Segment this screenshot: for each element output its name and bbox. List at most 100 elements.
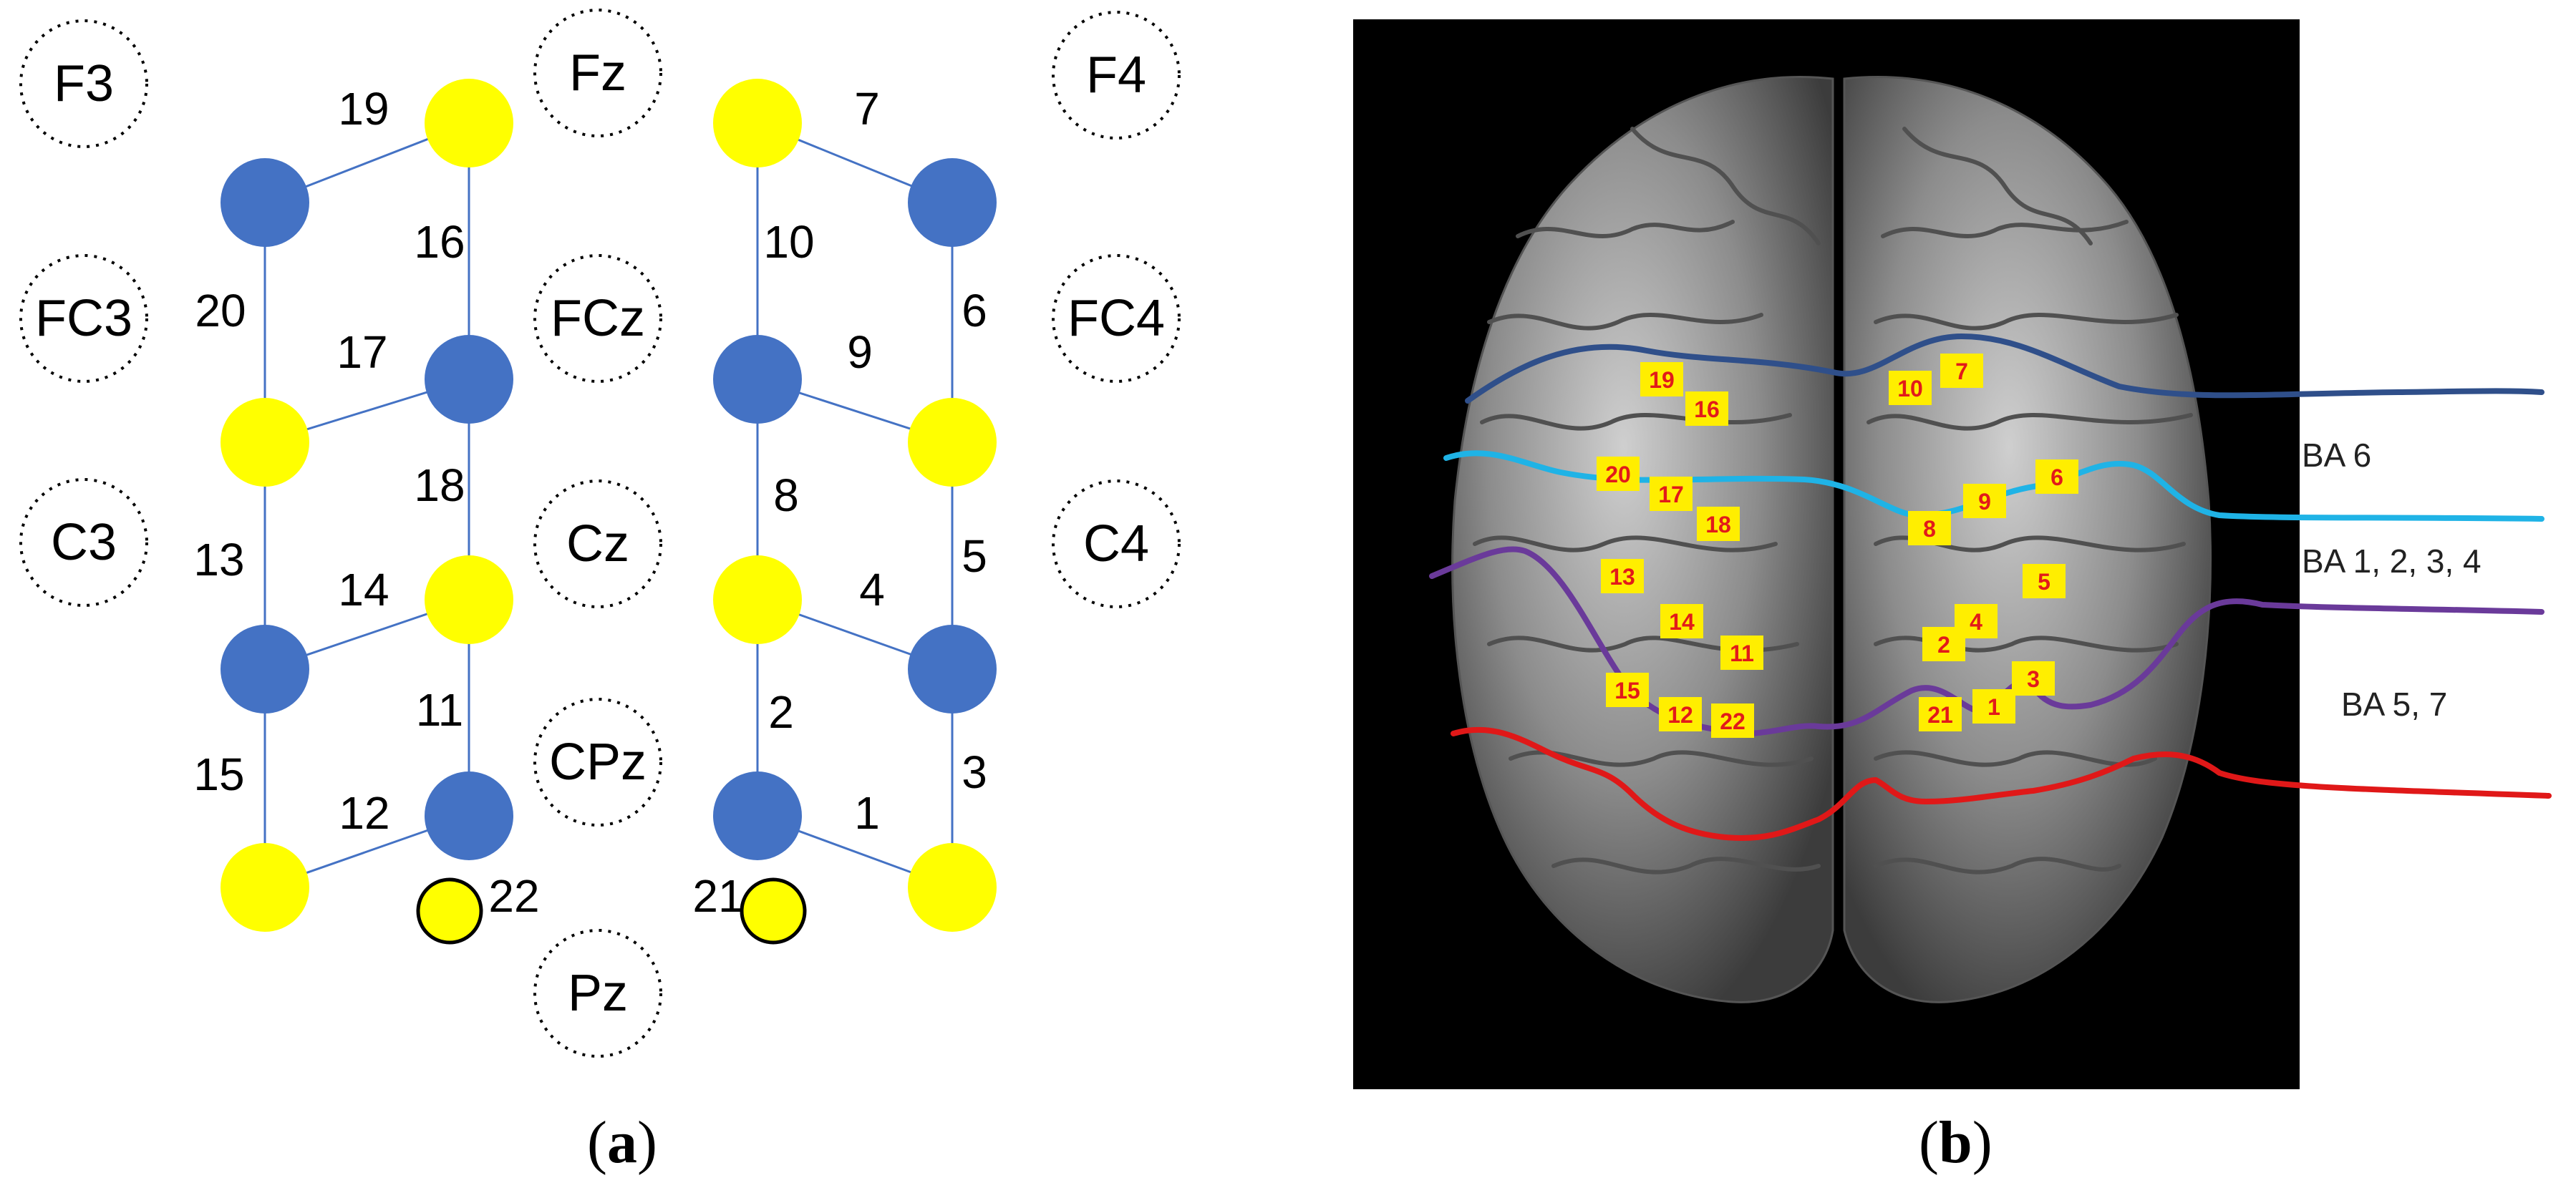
electrode-fz-ring bbox=[533, 9, 662, 137]
electrode-cpz-ring bbox=[533, 698, 662, 827]
svg-text:9: 9 bbox=[1978, 489, 1991, 515]
channel-marker-17: 17 bbox=[1650, 477, 1693, 511]
region-label-3: BA 5, 7 bbox=[2341, 686, 2447, 723]
channel-marker-9: 9 bbox=[1963, 484, 2006, 518]
svg-text:10: 10 bbox=[1897, 376, 1923, 401]
source-optode bbox=[713, 335, 802, 424]
svg-text:13: 13 bbox=[1609, 564, 1635, 590]
channel-marker-22: 22 bbox=[1711, 703, 1754, 738]
caption-b: (b) bbox=[1919, 1109, 1992, 1176]
detector-optode bbox=[908, 398, 997, 487]
electrode-c4-label: C4 bbox=[1083, 515, 1149, 573]
electrode-pz-ring bbox=[533, 929, 662, 1058]
source-optode bbox=[908, 158, 997, 247]
svg-text:2: 2 bbox=[1937, 632, 1950, 658]
channel-number-6: 6 bbox=[962, 285, 987, 336]
detector-optode bbox=[713, 79, 802, 167]
electrode-c3-ring bbox=[19, 478, 148, 607]
svg-text:20: 20 bbox=[1605, 462, 1631, 487]
source-optode bbox=[713, 771, 802, 860]
channel-marker-3: 3 bbox=[2012, 661, 2055, 696]
channel-marker-5: 5 bbox=[2023, 564, 2066, 598]
channel-number-14: 14 bbox=[338, 564, 389, 615]
detector-optode bbox=[221, 843, 309, 932]
channel-number-3: 3 bbox=[962, 746, 987, 798]
svg-text:12: 12 bbox=[1667, 702, 1693, 728]
electrode-fc3-label: FC3 bbox=[35, 290, 132, 347]
channel-marker-16: 16 bbox=[1685, 391, 1728, 426]
svg-text:6: 6 bbox=[2050, 464, 2063, 490]
electrode-fc3-ring bbox=[19, 254, 148, 383]
detector-optode bbox=[908, 843, 997, 932]
electrode-pz-label: Pz bbox=[568, 965, 628, 1022]
electrode-cz-label: Cz bbox=[566, 515, 629, 573]
channel-marker-10: 10 bbox=[1889, 371, 1932, 405]
channel-marker-7: 7 bbox=[1940, 354, 1983, 388]
svg-text:11: 11 bbox=[1730, 641, 1754, 666]
channel-marker-13: 13 bbox=[1601, 559, 1644, 593]
electrode-c4-ring bbox=[1052, 479, 1181, 608]
svg-text:8: 8 bbox=[1923, 516, 1936, 542]
svg-text:3: 3 bbox=[2027, 666, 2040, 692]
electrode-cpz-label: CPz bbox=[549, 734, 647, 791]
svg-text:16: 16 bbox=[1694, 396, 1720, 422]
channel-number-15: 15 bbox=[193, 749, 244, 800]
svg-text:19: 19 bbox=[1649, 367, 1675, 393]
channel-marker-11: 11 bbox=[1720, 636, 1763, 670]
channel-marker-1: 1 bbox=[1972, 689, 2015, 724]
channel-number-18: 18 bbox=[414, 459, 465, 511]
electrode-f4-ring bbox=[1052, 11, 1181, 140]
channel-marker-6: 6 bbox=[2035, 459, 2078, 494]
detector-optode bbox=[425, 555, 513, 644]
channel-number-2: 2 bbox=[768, 686, 794, 738]
channel-marker-19: 19 bbox=[1640, 362, 1683, 396]
short-channel-optode-22 bbox=[416, 877, 483, 945]
electrode-fcz-label: FCz bbox=[551, 290, 645, 347]
channel-number-13: 13 bbox=[193, 534, 244, 585]
channel-number-19: 19 bbox=[338, 83, 389, 135]
ba57-boundary-line bbox=[1451, 726, 2552, 841]
svg-text:5: 5 bbox=[2038, 569, 2050, 595]
channel-number-20: 20 bbox=[195, 285, 246, 336]
svg-text:18: 18 bbox=[1705, 512, 1731, 537]
source-optode bbox=[425, 771, 513, 860]
channel-number-21: 21 bbox=[692, 870, 743, 922]
channel-marker-2: 2 bbox=[1922, 627, 1965, 661]
channel-number-16: 16 bbox=[414, 216, 465, 268]
svg-text:14: 14 bbox=[1669, 609, 1695, 635]
electrode-f3-ring bbox=[19, 19, 148, 148]
detector-optode bbox=[713, 555, 802, 644]
channel-number-10: 10 bbox=[763, 216, 814, 268]
detector-optode bbox=[221, 398, 309, 487]
channel-marker-15: 15 bbox=[1606, 673, 1649, 707]
source-optode bbox=[221, 158, 309, 247]
channel-marker-4: 4 bbox=[1955, 604, 1998, 638]
electrode-fc4-ring bbox=[1052, 254, 1181, 383]
electrode-f3-label: F3 bbox=[54, 55, 114, 112]
channel-marker-14: 14 bbox=[1660, 604, 1703, 638]
electrode-f4-label: F4 bbox=[1086, 47, 1146, 104]
source-optode bbox=[908, 625, 997, 714]
caption-a: (a) bbox=[587, 1109, 657, 1176]
electrode-fc4-label: FC4 bbox=[1067, 290, 1165, 347]
svg-text:17: 17 bbox=[1658, 482, 1684, 507]
electrode-cz-ring bbox=[533, 479, 662, 608]
ba6-upper-boundary-line bbox=[1465, 333, 2544, 404]
channel-number-5: 5 bbox=[962, 530, 987, 582]
svg-text:7: 7 bbox=[1955, 359, 1968, 384]
source-optode bbox=[221, 625, 309, 714]
source-optode bbox=[425, 335, 513, 424]
channel-number-9: 9 bbox=[847, 326, 873, 378]
channel-number-12: 12 bbox=[339, 787, 389, 839]
channel-number-1: 1 bbox=[854, 787, 880, 839]
electrode-fcz-ring bbox=[533, 254, 662, 383]
region-label-1: BA 6 bbox=[2302, 437, 2371, 474]
channel-number-17: 17 bbox=[336, 326, 387, 378]
svg-text:21: 21 bbox=[1927, 702, 1953, 728]
channel-number-22: 22 bbox=[488, 870, 539, 922]
channel-number-7: 7 bbox=[854, 83, 880, 135]
channel-marker-20: 20 bbox=[1597, 457, 1640, 491]
